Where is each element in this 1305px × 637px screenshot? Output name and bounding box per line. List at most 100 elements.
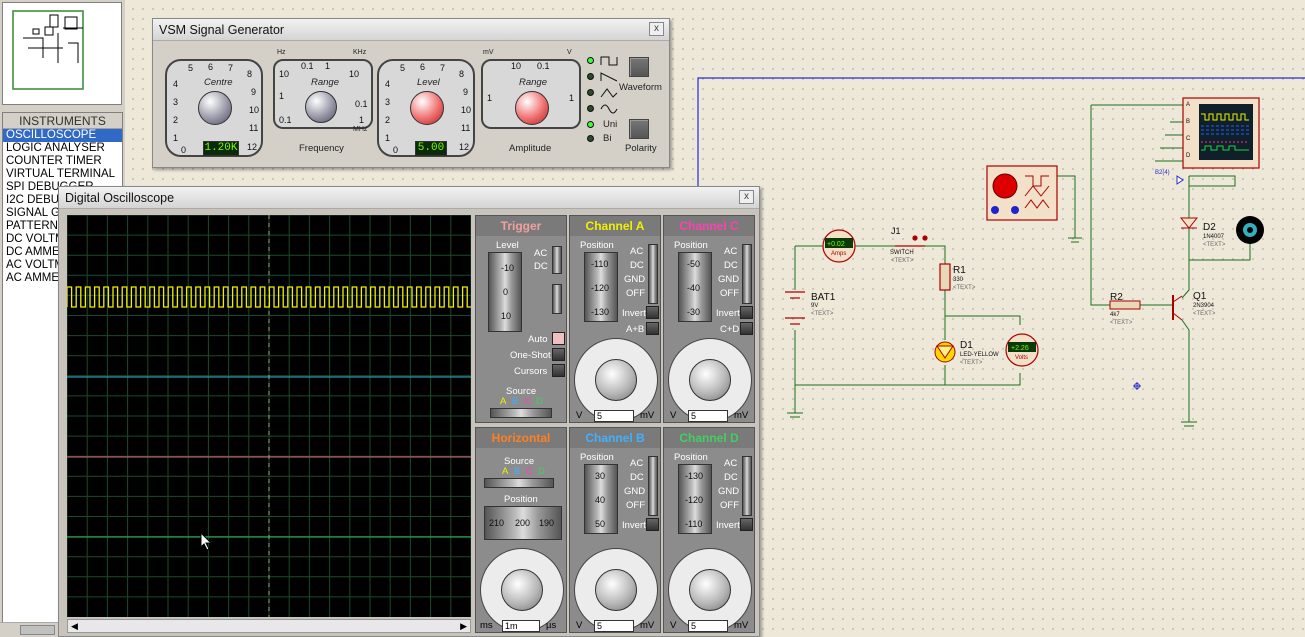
trigger-coupling-switch[interactable]	[552, 246, 562, 274]
timebase-knob[interactable]	[501, 569, 543, 611]
channel-c-volts-knob[interactable]	[689, 359, 731, 401]
channel-d-invert-button[interactable]	[740, 518, 753, 531]
r1-label: R1	[953, 265, 966, 276]
centre-tick: 6	[208, 62, 214, 72]
instrument-item-logic-analyser[interactable]: LOGIC ANALYSER	[6, 142, 105, 154]
freq-range-tick: 10	[279, 69, 290, 79]
frequency-range-knob[interactable]	[305, 91, 337, 123]
ch-a-scale-tick: -130	[591, 307, 610, 317]
trigger-source-label: Source	[506, 386, 537, 397]
channel-c-position-slider[interactable]: -50 -40 -30	[678, 252, 712, 322]
oscilloscope-window[interactable]: Digital Oscilloscope x ◀ ▶ Trigger Level…	[58, 186, 760, 637]
channel-a-position-slider[interactable]: -110 -120 -130	[584, 252, 618, 322]
scope-ch-d: D	[1186, 153, 1191, 159]
trigger-source-b: B	[512, 396, 519, 407]
channel-c-value: 5	[688, 410, 728, 422]
trigger-auto-button[interactable]	[552, 332, 565, 345]
scroll-left-icon[interactable]: ◀	[71, 621, 78, 631]
polarity-button[interactable]	[629, 119, 649, 139]
trigger-cursors-button[interactable]	[552, 364, 565, 377]
scope-screen[interactable]	[67, 215, 471, 617]
channel-c-sum-button[interactable]	[740, 322, 753, 335]
centre-tick: 11	[249, 123, 259, 133]
freq-range-tick: 0.1	[355, 99, 368, 109]
channel-b-position-slider[interactable]: 30 40 50	[584, 464, 618, 534]
channel-c-coupling-switch[interactable]	[742, 244, 752, 304]
channel-d-volts-dial[interactable]	[668, 548, 752, 632]
trigger-source-slider[interactable]	[490, 408, 552, 418]
centre-knob[interactable]	[198, 91, 232, 125]
channel-b-off: OFF	[626, 500, 645, 511]
close-icon[interactable]: x	[649, 22, 664, 36]
frequency-range-dial[interactable]: 10 0.1 1 10 1 0.1 1 0.1 Range	[273, 59, 373, 129]
amplitude-range-dial[interactable]: 10 0.1 1 1 Range	[481, 59, 581, 129]
channel-b-volts-knob[interactable]	[595, 569, 637, 611]
uni-led	[587, 121, 594, 128]
channel-a-volts-dial[interactable]	[574, 338, 658, 422]
scrollbar-thumb[interactable]	[20, 625, 55, 635]
channel-d-position-slider[interactable]: -130 -120 -110	[678, 464, 712, 534]
ammeter-value: +0.02	[827, 241, 845, 248]
triangle-wave-led	[587, 89, 594, 96]
timebase-dial[interactable]	[480, 548, 564, 632]
channel-b-dc: DC	[630, 472, 644, 483]
channel-a-sum-button[interactable]	[646, 322, 659, 335]
waveform-label: Waveform	[619, 82, 662, 93]
level-tick: 9	[463, 87, 469, 97]
probe-label: B2(4)	[1155, 170, 1170, 176]
instrument-item-oscilloscope[interactable]: OSCILLOSCOPE	[3, 129, 122, 142]
trigger-level-slider[interactable]: -10 0 10	[488, 252, 522, 332]
channel-a-unit-v: V	[576, 410, 583, 421]
signal-generator-window[interactable]: VSM Signal Generator x 5 6 7 8 9 10 11 1…	[152, 18, 670, 168]
channel-b-coupling-switch[interactable]	[648, 456, 658, 516]
trigger-ac-label: AC	[534, 248, 548, 259]
amplitude-range-knob[interactable]	[515, 91, 549, 125]
scope-scrollbar[interactable]: ◀ ▶	[67, 619, 471, 633]
trigger-scale-tick: 0	[503, 287, 509, 297]
scope-ch-b: B	[1186, 119, 1191, 125]
horizontal-scrollbar[interactable]	[0, 622, 60, 637]
channel-c-invert-label: Invert	[716, 308, 740, 319]
channel-d-ac: AC	[724, 458, 738, 469]
channel-a-invert-button[interactable]	[646, 306, 659, 319]
trigger-oneshot-button[interactable]	[552, 348, 565, 361]
channel-d-coupling-switch[interactable]	[742, 456, 752, 516]
channel-a-off: OFF	[626, 288, 645, 299]
level-knob[interactable]	[410, 91, 444, 125]
r1-text: <TEXT>	[953, 285, 976, 291]
waveform-button[interactable]	[629, 57, 649, 77]
channel-a-coupling-switch[interactable]	[648, 244, 658, 304]
centre-dial[interactable]: 5 6 7 8 9 10 11 12 0 1 2 3 4 Centre 1.20…	[165, 59, 263, 157]
channel-d-volts-knob[interactable]	[689, 569, 731, 611]
trigger-edge-switch[interactable]	[552, 284, 562, 314]
channel-c-volts-dial[interactable]	[668, 338, 752, 422]
oscilloscope-title: Digital Oscilloscope	[65, 191, 175, 205]
level-dial[interactable]: 5 6 7 8 9 10 11 12 0 1 2 3 4 Level 5.00	[377, 59, 475, 157]
instrument-item-virtual-terminal[interactable]: VIRTUAL TERMINAL	[6, 168, 116, 180]
channel-c-ac: AC	[724, 246, 738, 257]
freq-range-tick: 0.1	[301, 61, 314, 71]
channel-d-position-label: Position	[674, 452, 708, 463]
channel-a-ac: AC	[630, 246, 644, 257]
channel-c-invert-button[interactable]	[740, 306, 753, 319]
d2-value: 1N4007	[1203, 234, 1225, 240]
centre-tick: 4	[173, 79, 179, 89]
signal-generator-titlebar[interactable]: VSM Signal Generator x	[153, 19, 669, 41]
level-display: 5.00	[415, 141, 447, 156]
range-unit-khz: KHz	[353, 49, 367, 56]
oscilloscope-titlebar[interactable]: Digital Oscilloscope x	[59, 187, 759, 209]
channel-b-invert-button[interactable]	[646, 518, 659, 531]
channel-c-off: OFF	[720, 288, 739, 299]
trigger-panel: Trigger Level -10 0 10 AC DC Auto One-Sh…	[475, 215, 567, 423]
overview-panel[interactable]	[2, 2, 122, 105]
scroll-right-icon[interactable]: ▶	[460, 621, 467, 631]
horizontal-position-slider[interactable]: 210 200 190	[484, 506, 562, 540]
channel-a-volts-knob[interactable]	[595, 359, 637, 401]
q1-label: Q1	[1193, 291, 1207, 302]
channel-b-volts-dial[interactable]	[574, 548, 658, 632]
instrument-item-counter-timer[interactable]: COUNTER TIMER	[6, 155, 102, 167]
close-icon[interactable]: x	[739, 190, 754, 204]
horizontal-source-slider[interactable]	[484, 478, 554, 488]
channel-d-gnd: GND	[718, 486, 740, 497]
square-wave-led	[587, 57, 594, 64]
